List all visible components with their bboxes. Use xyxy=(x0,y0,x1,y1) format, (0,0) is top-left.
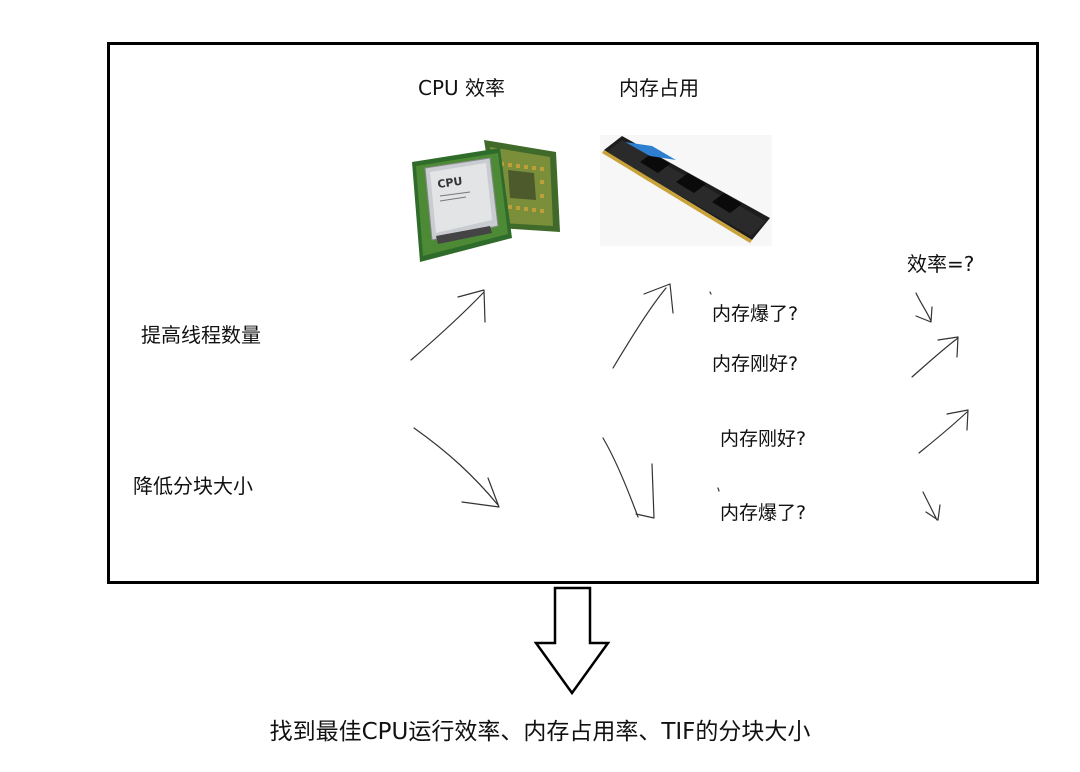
svg-text:CPU: CPU xyxy=(437,175,464,191)
efficiency-question-label: 效率=? xyxy=(907,252,975,276)
tick-mark xyxy=(709,291,720,492)
arrow-down-efficiency-icon xyxy=(915,292,933,323)
arrow-up-efficiency-icon-2 xyxy=(918,409,969,454)
cpu-chip-image: CPU xyxy=(412,140,560,262)
arrow-down-memory-icon xyxy=(602,437,655,519)
conclusion-text: 找到最佳CPU运行效率、内存占用率、TIF的分块大小 xyxy=(269,719,811,745)
memory-ok-label-bottom: 内存刚好? xyxy=(720,428,807,450)
memory-ok-label-top: 内存刚好? xyxy=(712,353,799,375)
memory-usage-header: 内存占用 xyxy=(619,76,699,100)
arrow-up-memory-icon xyxy=(612,283,674,369)
diagram-frame xyxy=(107,42,1039,584)
arrow-up-cpu-icon xyxy=(410,289,486,361)
arrow-down-cpu-icon xyxy=(413,427,500,508)
reduce-block-size-label: 降低分块大小 xyxy=(133,474,253,498)
down-arrow-icon xyxy=(533,586,611,696)
arrow-up-efficiency-icon xyxy=(911,336,959,378)
cpu-efficiency-header: CPU 效率 xyxy=(418,76,506,100)
memory-stick-image xyxy=(600,135,772,246)
increase-threads-label: 提高线程数量 xyxy=(141,323,261,347)
arrow-down-efficiency-icon-2 xyxy=(922,491,941,521)
memory-burst-label-top: 内存爆了? xyxy=(712,303,799,325)
memory-burst-label-bottom: 内存爆了? xyxy=(720,502,807,524)
